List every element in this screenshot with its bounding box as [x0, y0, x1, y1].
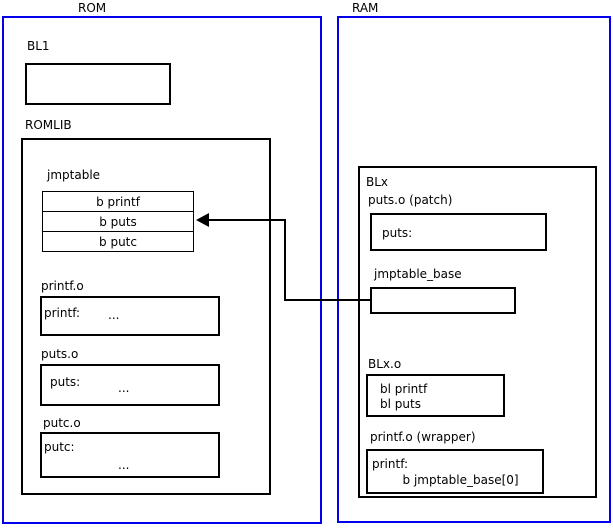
ram-region-label: RAM	[352, 1, 379, 15]
ram-region	[337, 16, 611, 523]
printf-o-ellipsis: ...	[108, 308, 120, 322]
blx-o-box: bl printf bl puts	[366, 374, 505, 417]
printf-wrapper-box: printf: b jmptable_base[0]	[366, 449, 544, 494]
jmptable-row-printf[interactable]: b printf	[42, 191, 194, 212]
jmptable-row-puts[interactable]: b puts	[42, 211, 194, 232]
jmptable-caption: jmptable	[47, 168, 101, 182]
blx-o-caption: BLx.o	[368, 357, 402, 371]
putc-o-caption: putc.o	[43, 416, 81, 430]
puts-o-ellipsis: ...	[118, 381, 130, 395]
puts-patch-caption: puts.o (patch)	[368, 193, 453, 207]
rom-region	[2, 16, 322, 524]
printf-wrapper-caption: printf.o (wrapper)	[370, 430, 476, 444]
printf-o-box: printf: ...	[40, 296, 220, 336]
printf-wrapper-symbol: printf:	[372, 457, 409, 471]
blx-o-line-1: bl printf	[380, 382, 428, 396]
connector-arrowhead-icon	[196, 213, 209, 227]
romlib-caption: ROMLIB	[25, 118, 72, 132]
connector-segment-top	[207, 219, 286, 221]
puts-patch-symbol: puts:	[382, 226, 413, 240]
puts-o-caption: puts.o	[41, 347, 79, 361]
jmptable-base-caption: jmptable_base	[374, 267, 462, 281]
blx-caption: BLx	[366, 175, 389, 189]
blx-o-line-2: bl puts	[380, 397, 421, 411]
rom-region-label: ROM	[78, 1, 107, 15]
jmptable-row-puts-label: b puts	[99, 215, 137, 229]
jmptable-base-box[interactable]	[370, 287, 516, 314]
jmptable-row-putc[interactable]: b putc	[42, 231, 194, 252]
putc-o-symbol: putc:	[44, 440, 75, 454]
connector-segment-bottom	[284, 299, 371, 301]
connector-segment-vertical	[284, 219, 286, 301]
puts-patch-box: puts:	[370, 213, 547, 251]
printf-o-symbol: printf:	[44, 306, 81, 320]
bl1-caption: BL1	[27, 39, 50, 53]
puts-o-box: puts: ...	[40, 364, 220, 406]
bl1-box	[25, 63, 171, 105]
printf-wrapper-branch: b jmptable_base[0]	[372, 473, 519, 487]
printf-o-caption: printf.o	[41, 279, 84, 293]
jmptable-row-putc-label: b putc	[99, 235, 137, 249]
putc-o-ellipsis: ...	[118, 458, 130, 472]
jmptable-row-printf-label: b printf	[96, 195, 140, 209]
putc-o-box: putc: ...	[40, 432, 220, 478]
puts-o-symbol: puts:	[50, 375, 81, 389]
